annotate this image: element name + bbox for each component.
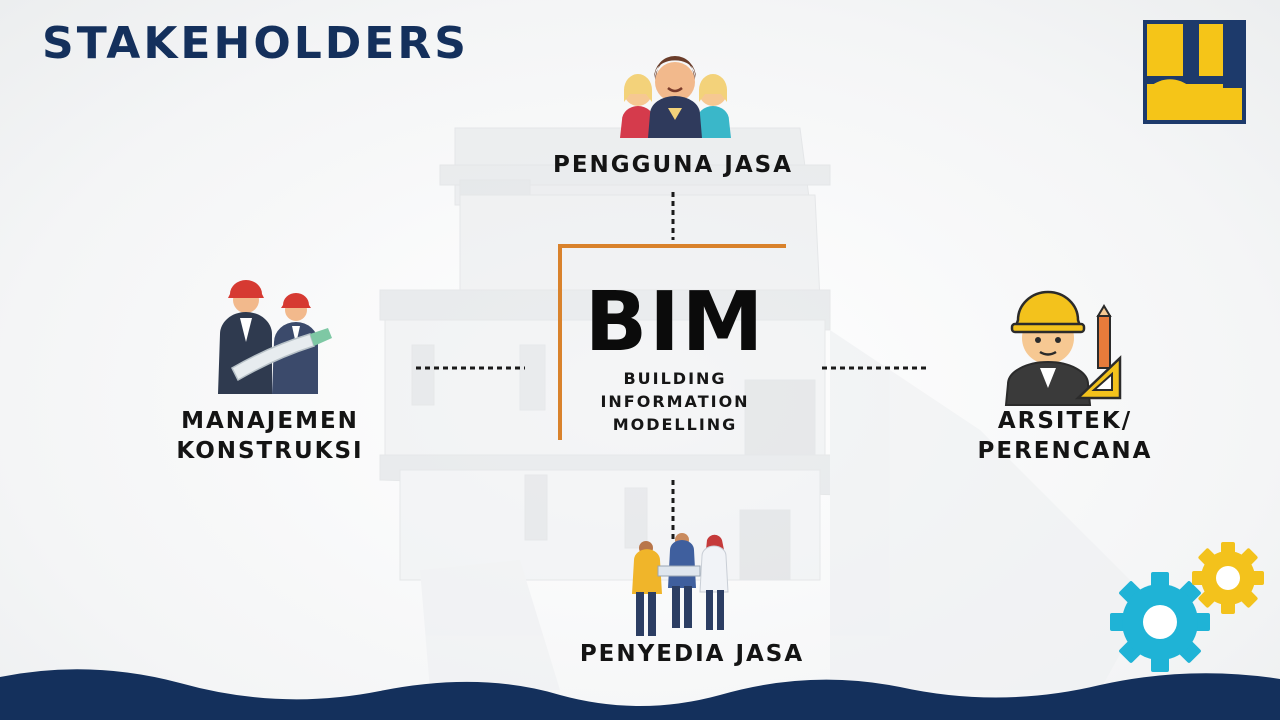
wave-footer xyxy=(0,669,1280,720)
gears-icon xyxy=(1110,542,1264,672)
stakeholder-pengguna-jasa: PENGGUNA JASA xyxy=(473,150,873,180)
pu-logo-icon xyxy=(1143,20,1246,124)
stakeholder-manajemen-konstruksi: MANAJEMEN KONSTRUKSI xyxy=(120,406,420,466)
stakeholder-label: MANAJEMEN xyxy=(181,408,359,434)
stakeholder-penyedia-jasa: PENYEDIA JASA xyxy=(492,639,892,669)
bim-subtitle-line: INFORMATION xyxy=(600,392,750,411)
stakeholder-arsitek-perencana: ARSITEK/ PERENCANA xyxy=(940,406,1190,466)
construction-managers-icon xyxy=(218,280,332,394)
bim-subtitle-line: BUILDING xyxy=(623,369,727,388)
team-of-workers-icon xyxy=(632,533,729,636)
stakeholder-label: PENGGUNA JASA xyxy=(552,152,794,178)
stakeholder-label: ARSITEK/ xyxy=(997,408,1133,434)
group-of-people-icon xyxy=(620,56,731,138)
bim-title: BIM xyxy=(584,275,766,370)
slide-title: STAKEHOLDERS xyxy=(42,18,469,69)
stakeholder-label: KONSTRUKSI xyxy=(176,438,364,464)
bim-subtitle: BUILDING INFORMATION MODELLING xyxy=(560,367,790,436)
stakeholder-label: PERENCANA xyxy=(977,438,1153,464)
architect-icon xyxy=(1004,290,1122,406)
stakeholder-label: PENYEDIA JASA xyxy=(579,641,805,667)
bim-subtitle-line: MODELLING xyxy=(612,415,738,434)
